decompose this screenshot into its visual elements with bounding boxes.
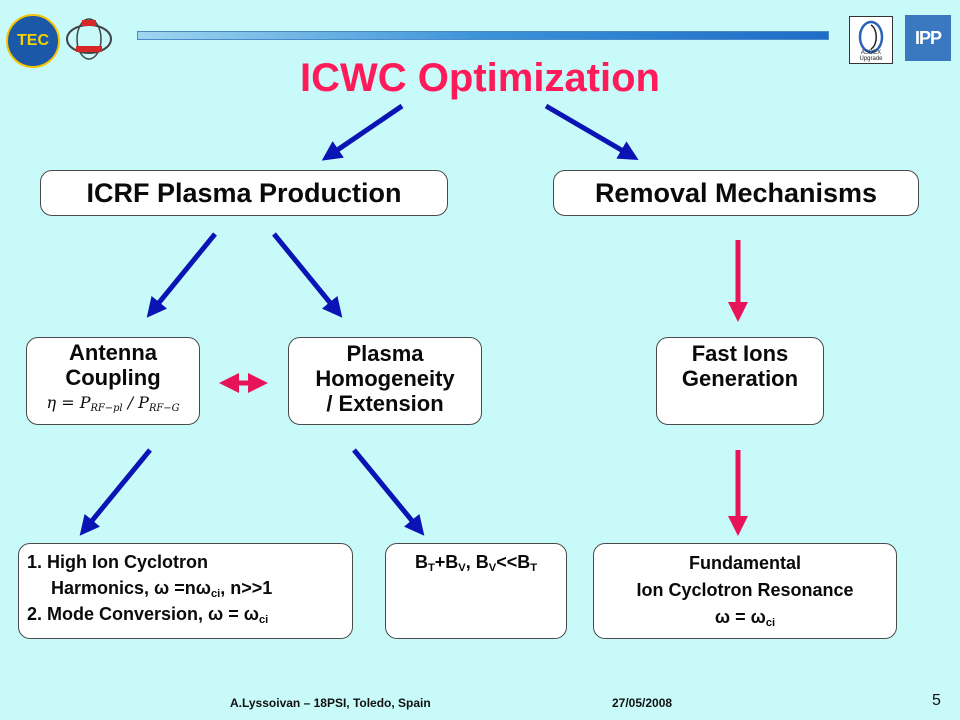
formula-p2: P <box>138 393 149 412</box>
ipp-logo: IPP <box>905 15 951 61</box>
formula-eta: η <box>46 393 57 412</box>
bfield-b1: B <box>414 552 428 572</box>
mechanism-item-1: 1. High Ion Cyclotron <box>27 552 209 572</box>
fast-ions-generation-box: Fast Ions Generation <box>656 337 824 425</box>
mode-conversion-sub: ci <box>258 614 269 627</box>
bfield-b4: <<B <box>496 552 531 572</box>
formula-sub2: RF−G <box>148 402 180 414</box>
antenna-label-line1: Antenna <box>69 340 157 365</box>
asdex-logo-text: ASDEX Upgrade <box>859 50 883 62</box>
arrow-title-to-removal <box>544 103 639 161</box>
icrf-plasma-production-box: ICRF Plasma Production <box>40 170 448 216</box>
header-bar <box>137 31 829 40</box>
footer-author: A.Lyssoivan – 18PSI, Toledo, Spain <box>230 696 431 710</box>
bfield-b3: , B <box>465 552 489 572</box>
arrow-icrf-to-antenna <box>146 232 217 318</box>
magnetic-field-condition: BT+BV, BV<<BT <box>386 549 566 575</box>
plasma-label-line1: Plasma <box>346 341 424 366</box>
arrow-plasma-to-bfield <box>352 448 425 536</box>
formula-slash: / <box>122 393 139 412</box>
formula-p1: P <box>79 393 91 412</box>
harmonics-condition: , n>>1 <box>220 578 273 598</box>
fundamental-label-line2: Ion Cyclotron Resonance <box>636 580 854 600</box>
antenna-coupling-box: Antenna Coupling η = PRF−pl / PRF−G <box>26 337 200 425</box>
tec-logo-text: TEC <box>17 32 49 49</box>
footer-date: 27/05/2008 <box>612 696 673 710</box>
erm-logo-icon <box>64 14 114 64</box>
removal-label: Removal Mechanisms <box>594 178 878 208</box>
bfield-s2: V <box>458 562 466 575</box>
resonance-condition: ω = ωci <box>594 604 896 631</box>
harmonics-text: Harmonics, ω =nω <box>51 578 211 598</box>
bfield-b2: +B <box>434 552 459 572</box>
page-number: 5 <box>932 692 941 709</box>
plasma-label-line3: / Extension <box>326 391 444 416</box>
ipp-logo-text: IPP <box>914 27 942 48</box>
plasma-label-line2: Homogeneity <box>315 366 455 391</box>
resonance-text: ω = ω <box>714 607 766 627</box>
arrow-title-to-icrf <box>321 103 404 161</box>
plasma-homogeneity-box: Plasma Homogeneity / Extension <box>288 337 482 425</box>
page-title: ICWC Optimization <box>300 56 660 100</box>
formula-sub1: RF−pl <box>90 402 123 414</box>
antenna-label-line2: Coupling <box>65 365 161 390</box>
asdex-logo: ASDEX Upgrade <box>849 16 893 64</box>
coupling-formula: η = PRF−pl / PRF−G <box>27 390 199 416</box>
removal-mechanisms-box: Removal Mechanisms <box>553 170 919 216</box>
fast-ions-label-line1: Fast Ions <box>691 341 789 366</box>
bfield-s1: T <box>427 562 435 575</box>
formula-equals: = <box>56 393 80 412</box>
mechanisms-box: 1. High Ion Cyclotron Harmonics, ω =nωci… <box>18 543 353 639</box>
icrf-label: ICRF Plasma Production <box>86 178 402 208</box>
harmonics-sub: ci <box>210 588 221 601</box>
bfield-s4: T <box>530 562 538 575</box>
fundamental-resonance-box: Fundamental Ion Cyclotron Resonance ω = … <box>593 543 897 639</box>
bfield-s3: V <box>488 562 497 575</box>
tec-logo: TEC <box>6 14 60 68</box>
magnetic-field-box: BT+BV, BV<<BT <box>385 543 567 639</box>
fundamental-label-line1: Fundamental <box>688 553 801 573</box>
fast-ions-label-line2: Generation <box>681 366 799 391</box>
mode-conversion-text: 2. Mode Conversion, ω = ω <box>27 604 259 624</box>
arrow-icrf-to-plasma <box>272 232 343 318</box>
resonance-sub: ci <box>765 617 776 630</box>
mechanism-item-2: 2. Mode Conversion, ω = ωci <box>27 601 352 627</box>
mechanism-item-1-detail: Harmonics, ω =nωci, n>>1 <box>27 575 352 601</box>
arrow-antenna-to-mechanisms <box>79 448 152 536</box>
